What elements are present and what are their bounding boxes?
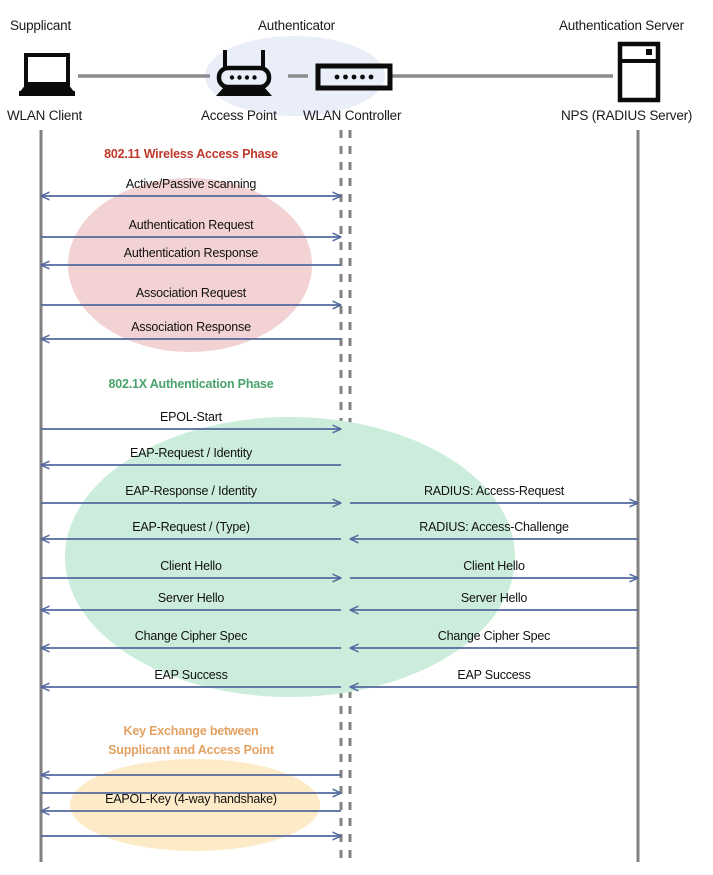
role-authentication-server: Authentication Server	[559, 18, 684, 33]
message-label: Client Hello	[463, 559, 525, 573]
message-label: EAP-Response / Identity	[125, 484, 257, 498]
wlan-controller-icon	[315, 63, 393, 91]
phase-label-80211: 802.11 Wireless Access Phase	[104, 147, 278, 161]
message-label: Association Response	[131, 320, 251, 334]
message-arrows	[41, 196, 638, 836]
phase-8021x-ellipse	[65, 417, 515, 697]
server-icon	[617, 41, 661, 103]
phase-key-ellipse	[70, 759, 320, 851]
device-wlan-controller: WLAN Controller	[303, 108, 402, 123]
message-label: Authentication Response	[123, 246, 259, 260]
message-label: EAPOL-Key (4-way handshake)	[105, 792, 277, 806]
role-authenticator: Authenticator	[258, 18, 335, 33]
message-label: EAP Success	[154, 668, 228, 682]
device-nps-radius-server: NPS (RADIUS Server)	[561, 108, 693, 123]
message-label: Client Hello	[160, 559, 222, 573]
laptop-icon	[19, 53, 75, 96]
message-label: RADIUS: Access-Request	[423, 484, 565, 498]
phase-label-key-exchange: Key Exchange between Supplicant and Acce…	[41, 722, 341, 760]
message-label: Active/Passive scanning	[125, 177, 257, 191]
message-label: Authentication Request	[128, 218, 254, 232]
message-label: Server Hello	[157, 591, 225, 605]
phase-label-key-line1: Key Exchange between	[123, 724, 259, 738]
access-point-icon	[216, 50, 272, 96]
message-label: EPOL-Start	[160, 410, 222, 424]
message-label: EAP-Request / (Type)	[132, 520, 250, 534]
message-label: Change Cipher Spec	[134, 629, 248, 643]
message-label: EAP Success	[457, 668, 531, 682]
message-label: Change Cipher Spec	[437, 629, 551, 643]
device-access-point: Access Point	[201, 108, 277, 123]
message-label: Association Request	[135, 286, 247, 300]
role-supplicant: Supplicant	[10, 18, 72, 33]
phase-label-key-line2: Supplicant and Access Point	[108, 743, 274, 757]
device-wlan-client: WLAN Client	[7, 108, 83, 123]
message-label: Server Hello	[460, 591, 528, 605]
message-label: EAP-Request / Identity	[129, 446, 253, 460]
phase-label-8021x: 802.1X Authentication Phase	[108, 377, 274, 391]
message-label: RADIUS: Access-Challenge	[419, 520, 569, 534]
